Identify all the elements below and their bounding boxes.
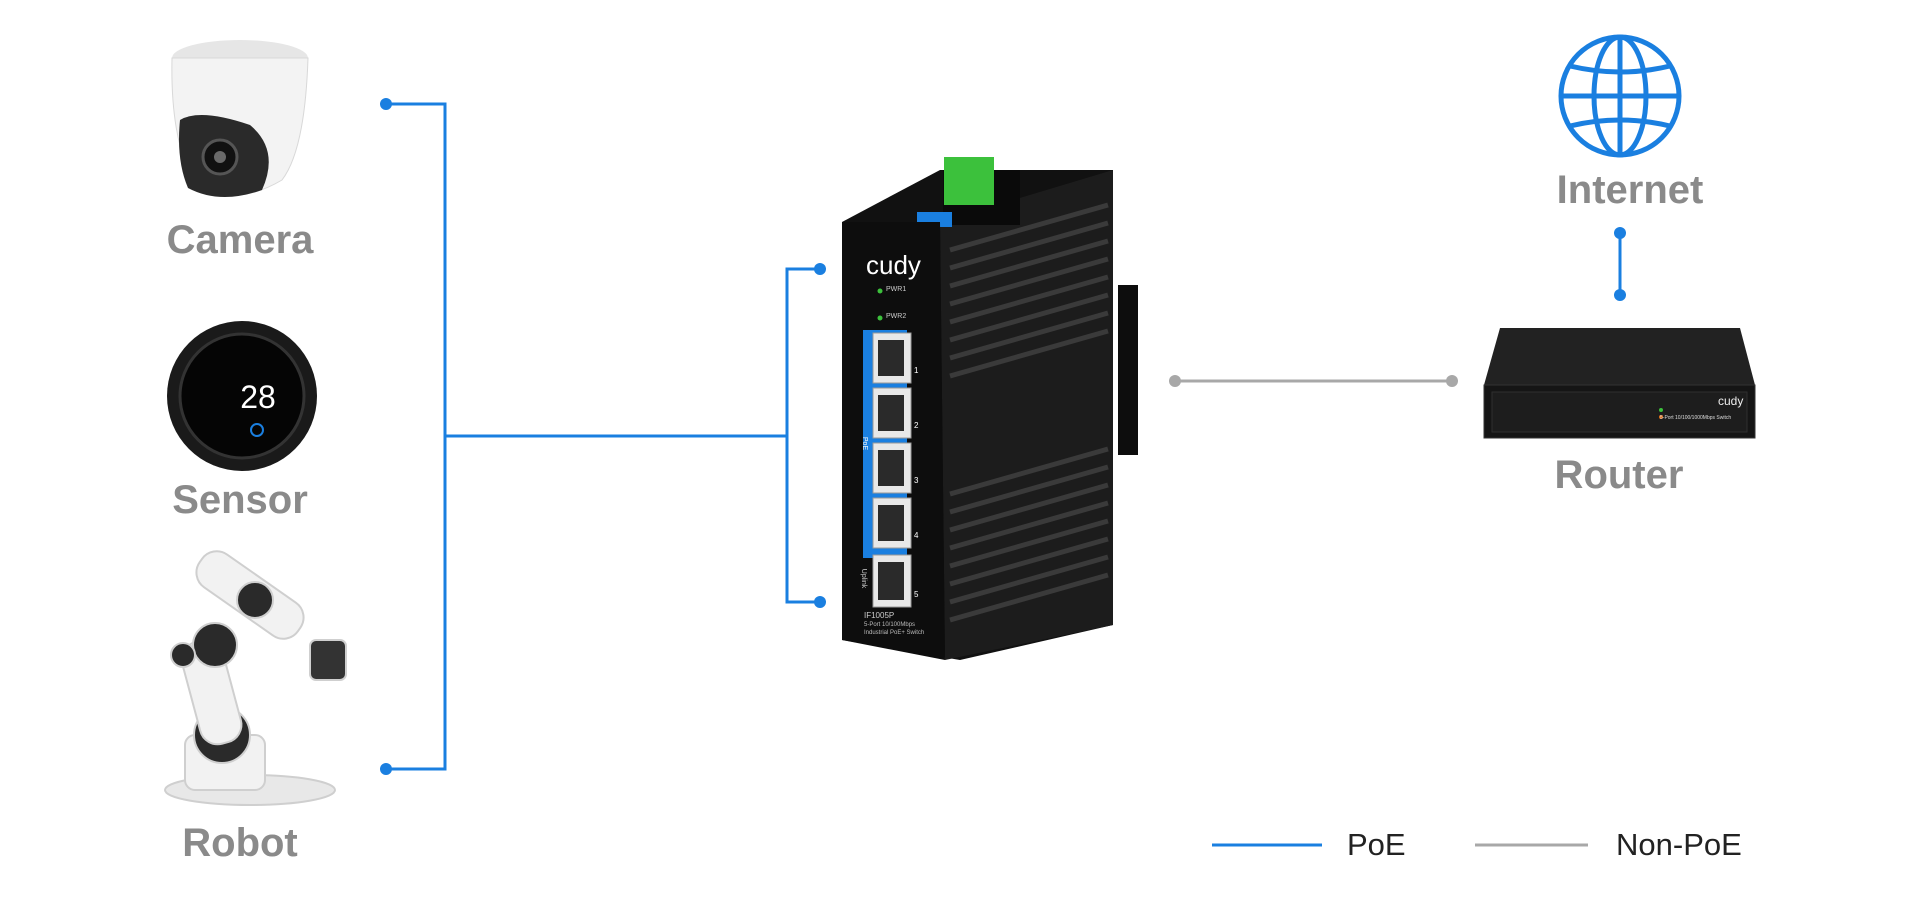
- thermostat-display: 28: [240, 379, 276, 415]
- switch-uplink-dot: [1169, 375, 1181, 387]
- sensor-label: Sensor: [172, 478, 308, 522]
- switch-description-line1: 5-Port 10/100Mbps: [864, 622, 916, 628]
- switch-port-5: 5: [914, 590, 919, 599]
- switch-bottom-connector-dot: [814, 596, 826, 608]
- switch-led-label-pwr1: PWR1: [886, 286, 907, 293]
- robot-arm-icon: [164, 550, 347, 806]
- switch-model: IF1005P: [864, 611, 895, 620]
- switch-top-connector-dot: [814, 263, 826, 275]
- switch-port-3: 3: [914, 476, 919, 485]
- router-icon: [1483, 328, 1756, 439]
- legend-poe-label: PoE: [1347, 827, 1406, 862]
- switch-poe-label: PoE: [861, 436, 869, 451]
- router-brand-logo: cudy: [1718, 394, 1744, 408]
- router-description: 5-Port 10/100/1000Mbps Switch: [1660, 415, 1732, 421]
- camera-connector-dot: [380, 98, 392, 110]
- camera-label: Camera: [166, 218, 314, 262]
- router-label: Router: [1554, 453, 1684, 497]
- robot-label: Robot: [182, 821, 298, 865]
- pwr1-led: [877, 288, 883, 294]
- thermostat-icon: 28: [167, 321, 317, 471]
- router-side-dot: [1446, 375, 1458, 387]
- switch-brand-logo: cudy: [866, 250, 921, 280]
- camera-icon: [171, 40, 309, 198]
- switch-port-4: 4: [914, 531, 919, 540]
- switch-port-2: 2: [914, 421, 919, 430]
- din-rail-clip: [1118, 285, 1138, 455]
- industrial-poe-switch: [842, 157, 1138, 660]
- switch-port-1: 1: [914, 366, 919, 375]
- globe-icon: [1558, 34, 1682, 158]
- router-top-connector-dot: [1614, 289, 1626, 301]
- internet-label: Internet: [1556, 168, 1704, 212]
- internet-connector-dot: [1614, 227, 1626, 239]
- switch-led-label-pwr2: PWR2: [886, 313, 907, 320]
- legend-non-poe-label: Non-PoE: [1616, 827, 1742, 862]
- switch-description-line2: Industrial PoE+ Switch: [864, 630, 925, 636]
- pwr2-led: [877, 315, 883, 321]
- poe-connections: [386, 102, 1622, 771]
- switch-uplink-label: Uplink: [860, 568, 868, 589]
- robot-connector-dot: [380, 763, 392, 775]
- terminal-block: [944, 157, 994, 205]
